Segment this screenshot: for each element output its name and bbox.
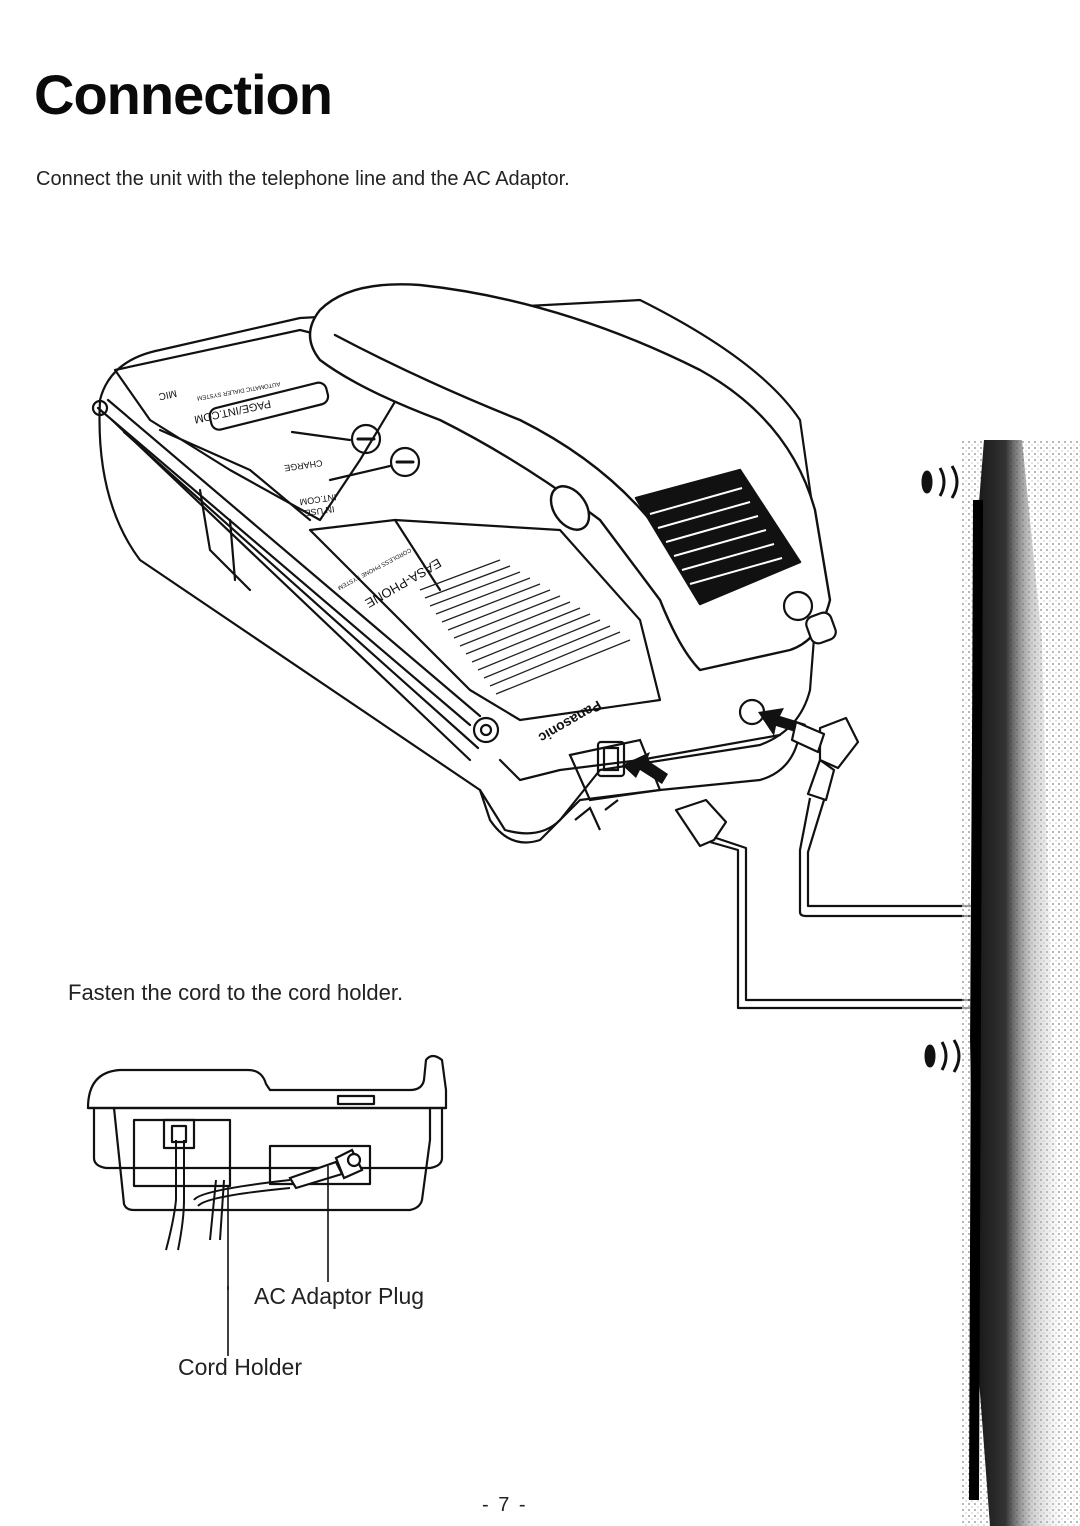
product-name-label: EASA-PHONE	[362, 555, 444, 611]
display-window	[208, 381, 330, 431]
cord-holder-leader	[227, 1286, 229, 1356]
ac-plug-head	[818, 716, 860, 770]
ac-plug-rear	[288, 1148, 364, 1190]
ac-adaptor-plug-label: AC Adaptor Plug	[254, 1283, 425, 1309]
wall-illustration	[962, 440, 1080, 1526]
telephone-jack	[596, 740, 626, 778]
brand-label: Panasonic	[536, 697, 605, 746]
callout-lines	[227, 1166, 329, 1290]
cord-holder-label: Cord Holder	[178, 1354, 302, 1380]
intro-text: Connect the unit with the telephone line…	[36, 168, 570, 190]
line-jack-area	[568, 698, 766, 831]
jack-port	[162, 1118, 196, 1150]
handset-button	[549, 485, 591, 531]
earpiece-grille	[634, 468, 802, 606]
wall-jack-sound-marks	[921, 465, 961, 1073]
intercom-button	[389, 446, 421, 478]
in-use-label: IN USE	[304, 504, 335, 518]
page-title: Connection	[34, 63, 333, 126]
page-intercom-label: PAGE/INT.COM	[193, 397, 272, 425]
charge-label: CHARGE	[284, 458, 324, 473]
charge-led	[350, 423, 382, 455]
cords-rear	[165, 1140, 291, 1251]
speaker-grille	[419, 559, 631, 695]
speaker-panel	[308, 518, 662, 722]
fasten-instruction: Fasten the cord to the cord holder.	[68, 980, 404, 1005]
handset	[308, 283, 832, 672]
base-body-outline	[98, 298, 822, 835]
rear-view-illustration	[86, 1054, 448, 1290]
arrow-line-jack	[622, 752, 668, 784]
page-number: - 7 -	[482, 1494, 528, 1516]
modular-plug	[674, 798, 728, 848]
mic-label: MIC	[157, 387, 177, 402]
rear-housing-top	[86, 1054, 448, 1110]
cord-holder-housing	[132, 1118, 232, 1188]
